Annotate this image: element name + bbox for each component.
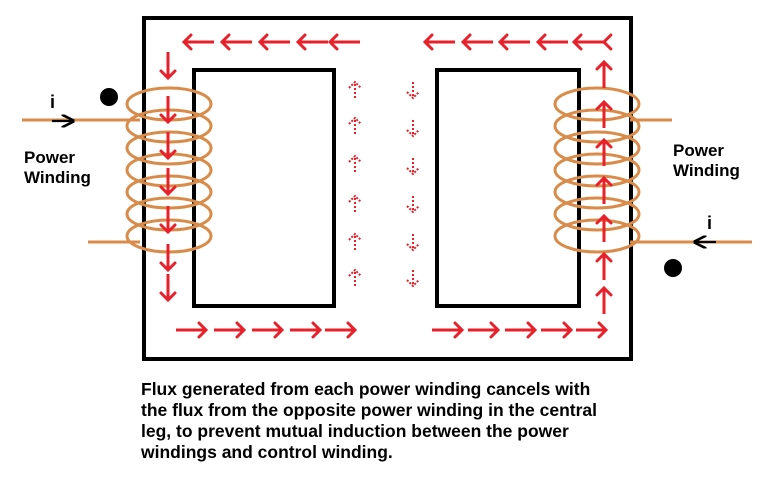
right-coil-turn xyxy=(553,174,641,210)
flux-arrow-left-leg xyxy=(159,52,177,81)
dashed-flux-up-icon xyxy=(348,80,362,98)
dashed-flux-down-icon xyxy=(406,158,420,176)
winding-leads xyxy=(22,118,752,244)
dashed-flux-up-icon xyxy=(348,268,362,286)
caption-line-4: windings and control winding. xyxy=(141,442,393,462)
caption-line-2: the flux from the opposite power winding… xyxy=(141,400,597,420)
flux-arrow-corner-tr xyxy=(601,33,613,51)
left-winding-label-line-2: Winding xyxy=(24,168,91,187)
flux-arrow-right-leg xyxy=(595,251,613,280)
flux-arrow-bottom-left xyxy=(290,321,323,339)
dashed-flux-down-icon xyxy=(406,270,420,288)
flux-arrow-right-leg xyxy=(595,137,613,166)
current-label-right: i xyxy=(707,213,713,233)
right-coil-turn xyxy=(553,218,641,254)
flux-arrow-left-leg xyxy=(159,244,177,273)
dashed-flux-up-icon xyxy=(348,154,362,172)
flux-arrow-right-leg xyxy=(595,99,613,128)
caption-line-3: leg, to prevent mutual induction between… xyxy=(141,421,569,441)
flux-arrow-right-leg xyxy=(595,59,613,88)
right-winding-label-line-2: Winding xyxy=(673,161,740,180)
flux-arrow-bottom-right xyxy=(541,321,574,339)
flux-arrow-top-left xyxy=(257,33,290,51)
right-coil-turn xyxy=(553,86,641,122)
flux-arrow-bottom-right xyxy=(432,321,465,339)
flux-arrow-top-right xyxy=(535,33,568,51)
current-arrows xyxy=(52,121,716,242)
core-window-left xyxy=(192,68,336,308)
flux-arrow-left-leg xyxy=(159,168,177,197)
flux-arrow-right-leg xyxy=(595,175,613,204)
polarity-dot-left xyxy=(100,88,118,106)
dashed-flux-down-icon xyxy=(406,196,420,214)
flux-arrow-top-right xyxy=(571,33,604,51)
left-winding-label: Power Winding xyxy=(24,148,124,188)
flux-arrow-bottom-right xyxy=(576,321,609,339)
flux-arrow-bottom-left xyxy=(252,321,285,339)
flux-arrow-right-leg xyxy=(595,285,613,314)
flux-arrow-left-leg xyxy=(159,274,177,303)
core xyxy=(142,16,633,361)
flux-arrow-left-leg xyxy=(159,132,177,161)
flux-arrow-left-leg xyxy=(159,96,177,125)
dashed-flux-down-icon xyxy=(406,82,420,100)
right-winding-label: Power Winding xyxy=(673,141,773,181)
dashed-flux-down-icon xyxy=(406,120,420,138)
flux-arrow-bottom-right xyxy=(468,321,501,339)
dashed-flux-up-icon xyxy=(348,194,362,212)
left-winding-label-line-1: Power xyxy=(24,148,76,167)
flux-arrow-top-right xyxy=(497,33,530,51)
flux-arrow-bottom-left xyxy=(214,321,247,339)
flux-arrow-top-left xyxy=(219,33,252,51)
core-outer xyxy=(142,16,633,361)
right-winding-label-line-1: Power xyxy=(673,141,725,160)
flux-arrow-top-left xyxy=(295,33,328,51)
right-power-winding xyxy=(553,86,641,254)
flux-arrow-top-right xyxy=(422,33,455,51)
flux-arrow-left-leg xyxy=(159,206,177,235)
dashed-flux-up-icon xyxy=(348,116,362,134)
current-label-left: i xyxy=(50,92,56,112)
dashed-flux-up-icon xyxy=(348,232,362,250)
caption-line-1: Flux generated from each power winding c… xyxy=(141,379,591,399)
polarity-dot-right xyxy=(664,259,682,277)
dashed-flux-down-icon xyxy=(406,234,420,252)
flux-arrow-top-right xyxy=(460,33,493,51)
right-coil-turn xyxy=(553,196,641,232)
flux-arrow-bottom-right xyxy=(505,321,538,339)
flux-arrow-top-left xyxy=(181,33,214,51)
flux-arrow-bottom-left xyxy=(176,321,209,339)
flux-arrow-right-leg xyxy=(595,213,613,242)
caption: Flux generated from each power winding c… xyxy=(141,379,681,463)
flux-arrows xyxy=(159,33,613,339)
flux-arrow-top-left xyxy=(327,33,360,51)
flux-arrow-bottom-left xyxy=(325,321,358,339)
core-window-right xyxy=(435,68,581,308)
right-coil-turn xyxy=(553,130,641,166)
